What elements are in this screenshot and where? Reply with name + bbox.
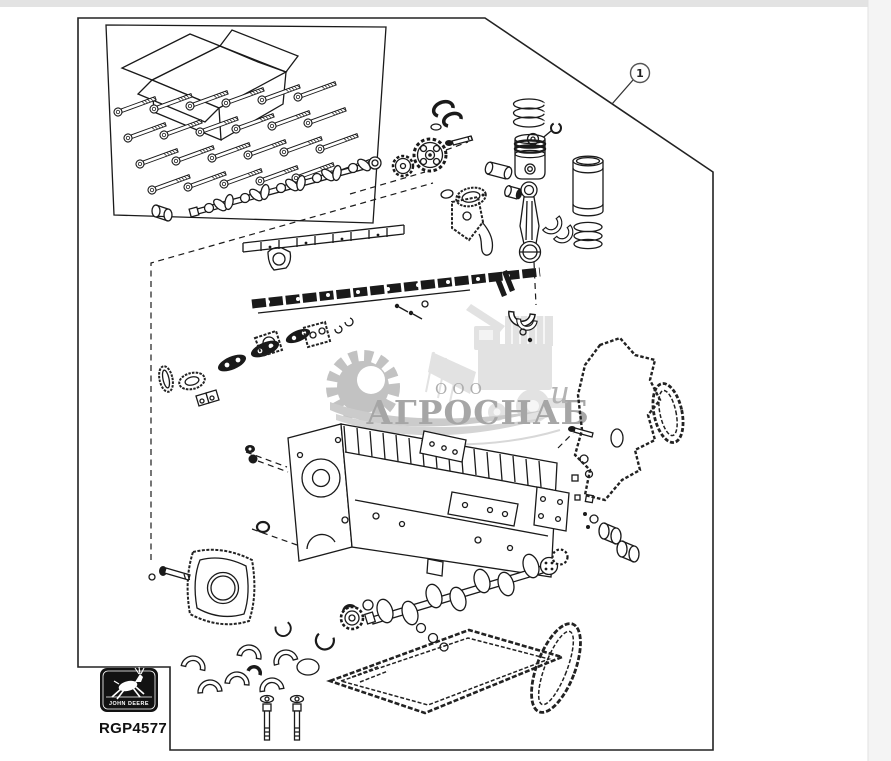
gasket-kit-dashed-boundary xyxy=(150,182,434,560)
piston-pin-illustration xyxy=(484,161,513,180)
logo-brand-text: JOHN DEERE xyxy=(109,701,149,707)
top-band xyxy=(0,0,891,7)
exhaust-manifold-gaskets-illustration xyxy=(217,328,311,372)
piston-ring-set-illustration xyxy=(512,98,547,128)
water-outlet-gasket-illustration xyxy=(253,329,284,358)
liner-o-rings-illustration xyxy=(573,221,603,250)
leaping-deer-icon xyxy=(111,666,145,700)
housing-bracket-gasket-illustration xyxy=(267,246,292,271)
timing-gears-illustration xyxy=(391,99,474,178)
oil-cooler-gaskets-illustration xyxy=(440,186,494,256)
watermark-stray-letter: и xyxy=(550,375,570,411)
core-plugs-illustration xyxy=(245,445,298,546)
watermark-org-form: ООО xyxy=(435,380,487,398)
camshaft-illustration xyxy=(151,156,426,222)
valve-cover-gasket-illustration xyxy=(242,224,405,253)
cylinder-liner-illustration xyxy=(572,155,604,217)
small-fasteners-illustration xyxy=(334,300,429,334)
cap-screws-illustration xyxy=(259,694,305,741)
connecting-rod-illustration xyxy=(494,181,542,343)
timing-cover-gasket-illustration xyxy=(571,336,662,502)
kit-panel-border xyxy=(105,24,387,224)
main-bearing-shells-illustration xyxy=(180,601,357,694)
camshaft-bushings-illustration xyxy=(589,514,640,563)
head-gasket-illustration xyxy=(251,267,541,314)
rear-seal-housing-illustration xyxy=(148,548,256,626)
small-seal-gaskets-illustration xyxy=(158,365,220,407)
crankshaft-illustration xyxy=(363,548,569,626)
oil-pan-gasket-illustration xyxy=(326,622,582,715)
thermostat-gasket-illustration xyxy=(301,320,332,349)
piston-illustration xyxy=(513,132,547,180)
side-cover-gasket-illustration xyxy=(651,382,685,444)
cylinder-block-illustration xyxy=(287,423,570,578)
part-code: RGP4577 xyxy=(99,720,167,737)
callout-1[interactable]: 1 xyxy=(611,62,651,105)
callout-1-number: 1 xyxy=(636,67,644,80)
callout-1-circle xyxy=(629,62,651,84)
right-strip xyxy=(868,0,891,761)
diagram-border xyxy=(77,17,714,751)
crank-gear-illustration xyxy=(339,599,374,631)
watermark-company-name: АГРОСНАБ xyxy=(366,393,590,432)
john-deere-logo: JOHN DEERE xyxy=(100,666,158,712)
